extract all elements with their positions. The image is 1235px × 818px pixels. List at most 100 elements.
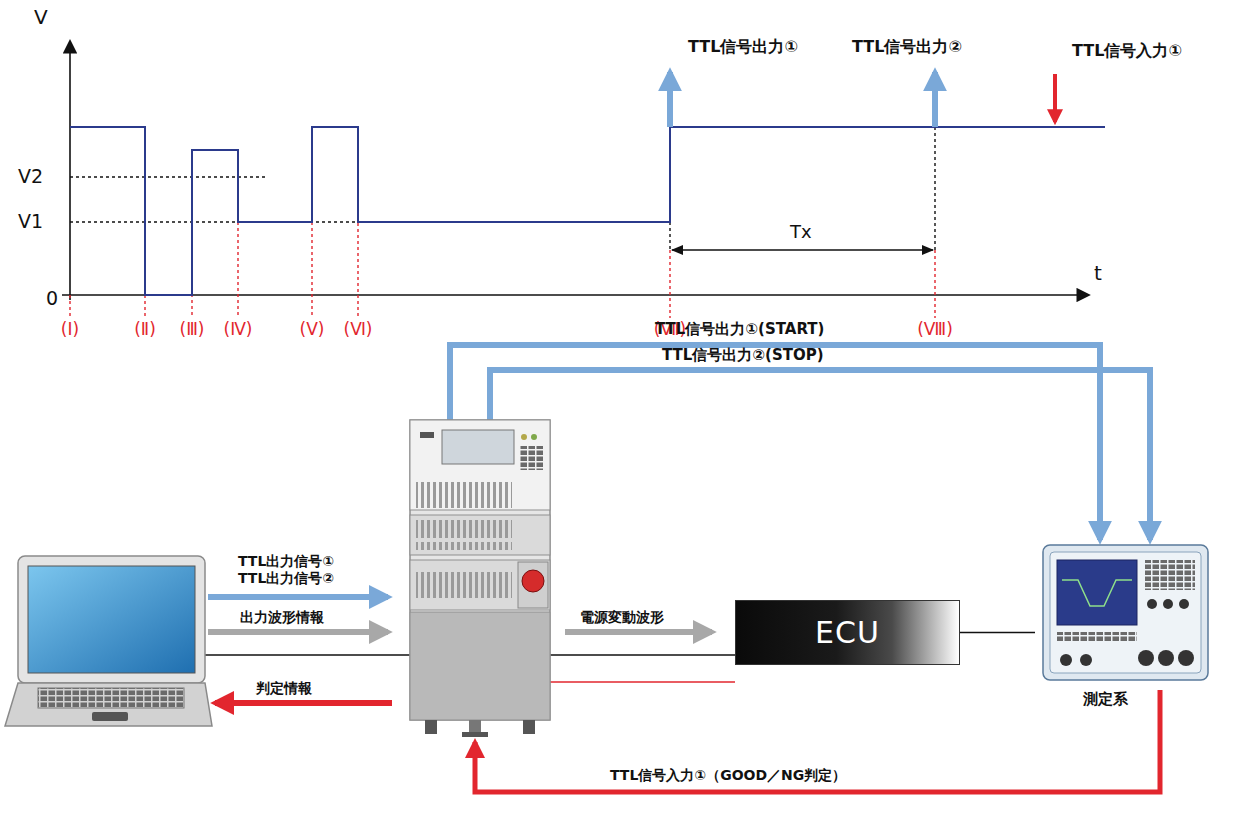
time-marker: (Ⅷ) <box>917 320 953 340</box>
box-title: ECU <box>815 615 880 650</box>
time-marker: (Ⅳ) <box>224 320 253 340</box>
power-supply-illustration <box>469 720 481 734</box>
axis-label: t <box>1094 262 1102 285</box>
oscilloscope-illustration <box>1179 599 1189 609</box>
time-markers <box>311 222 312 318</box>
signal-wires <box>550 681 735 683</box>
time-markers <box>669 250 670 318</box>
level-lines <box>70 176 265 177</box>
level-lines <box>669 222 670 250</box>
power-supply-illustration <box>442 430 514 464</box>
power-supply-illustration <box>420 432 434 438</box>
laptop-illustration <box>5 556 212 726</box>
time-markers <box>69 295 70 318</box>
power-supply-illustration <box>531 434 537 440</box>
graph-axes <box>62 42 1088 300</box>
power-supply-illustration <box>520 446 544 470</box>
signal-name: 判定情報 <box>256 680 312 696</box>
oscilloscope-illustration <box>1043 545 1208 680</box>
time-marker: (Ⅵ) <box>344 320 373 340</box>
laptop-illustration <box>18 556 205 683</box>
signal-wires <box>550 654 735 656</box>
measurement-system: 測定系 <box>1035 540 1215 725</box>
ecu-box: ECU <box>735 600 960 665</box>
power-supply-illustration <box>410 612 550 720</box>
dimension-label: Tx <box>790 222 812 243</box>
time-markers <box>934 250 935 318</box>
level-lines <box>70 127 935 250</box>
oscilloscope-illustration <box>1178 650 1194 666</box>
power-supply-illustration <box>518 562 548 608</box>
power-supply-illustration <box>410 560 550 610</box>
power-supply-illustration <box>410 420 550 737</box>
signal-name: 出力波形情報 <box>240 609 324 625</box>
signal-name: TTL信号出力①(START) <box>655 321 824 338</box>
signal-name: TTL信号入力① <box>1072 42 1182 60</box>
signal-name: TTL信号出力① <box>688 38 798 56</box>
signal-name: TTL信号入力①（GOOD／NG判定） <box>610 767 846 783</box>
signal-wires <box>205 345 1160 792</box>
oscilloscope-illustration <box>1060 654 1072 666</box>
time-marker: (Ⅴ) <box>300 320 325 340</box>
level-label: V2 <box>18 166 43 188</box>
voltage-waveform <box>70 127 1105 295</box>
power-supply-illustration <box>522 570 544 592</box>
axis-label: 0 <box>46 288 58 310</box>
trigger-arrows <box>1053 74 1057 122</box>
signal-wires <box>208 594 388 600</box>
signal-wires <box>565 629 712 635</box>
power-supply-illustration <box>410 420 550 510</box>
signal-name: TTL出力信号② <box>238 570 334 586</box>
level-lines <box>934 127 935 250</box>
power-supply-illustration <box>462 732 488 737</box>
tx-dimension <box>672 250 933 251</box>
power-supply-illustration <box>425 720 437 734</box>
device-caption: 測定系 <box>1083 690 1128 709</box>
oscilloscope-illustration <box>1050 552 1201 673</box>
graph-axes <box>62 294 1088 296</box>
signal-wires <box>215 700 392 706</box>
oscilloscope-illustration <box>1080 654 1092 666</box>
laptop-illustration <box>38 688 184 708</box>
signal-name: TTL信号出力② <box>852 38 962 56</box>
power-supply-illustration <box>416 568 512 598</box>
axis-label: V <box>34 6 48 29</box>
power-supply-illustration <box>416 478 512 508</box>
signal-wires <box>475 690 1160 792</box>
laptop-illustration <box>92 712 128 721</box>
oscilloscope-illustration <box>1145 560 1195 590</box>
oscilloscope-illustration <box>1057 560 1137 625</box>
signal-wires <box>208 629 388 635</box>
signal-wires <box>490 370 1150 540</box>
tx-dimension <box>672 249 933 250</box>
laptop-illustration <box>28 566 195 673</box>
signal-wires <box>205 654 410 656</box>
oscilloscope-illustration <box>1138 650 1154 666</box>
oscilloscope-illustration <box>1062 580 1132 606</box>
oscilloscope-illustration <box>1057 632 1137 642</box>
trigger-arrows <box>667 72 673 127</box>
power-supply-illustration <box>521 434 527 440</box>
oscilloscope-illustration <box>1158 650 1174 666</box>
laptop-illustration <box>5 683 212 726</box>
signal-name: TTL信号出力②(STOP) <box>662 347 824 364</box>
oscilloscope-illustration <box>1163 599 1173 609</box>
graph-axes <box>69 42 71 300</box>
power-supply-illustration <box>410 420 550 720</box>
level-label: V1 <box>18 211 43 233</box>
power-supply-illustration <box>410 515 550 555</box>
oscilloscope-illustration <box>1147 599 1157 609</box>
signal-name: 電源変動波形 <box>580 609 664 625</box>
time-marker: (Ⅰ) <box>61 320 79 340</box>
oscilloscope-illustration <box>1043 545 1208 680</box>
connector-wire <box>960 632 1035 634</box>
power-supply-illustration <box>523 720 535 734</box>
signal-name: TTL出力信号① <box>238 553 334 569</box>
trigger-arrows <box>670 72 1055 127</box>
time-marker: (Ⅱ) <box>134 320 156 340</box>
trigger-arrows <box>932 72 938 127</box>
time-marker: (Ⅲ) <box>180 320 205 340</box>
